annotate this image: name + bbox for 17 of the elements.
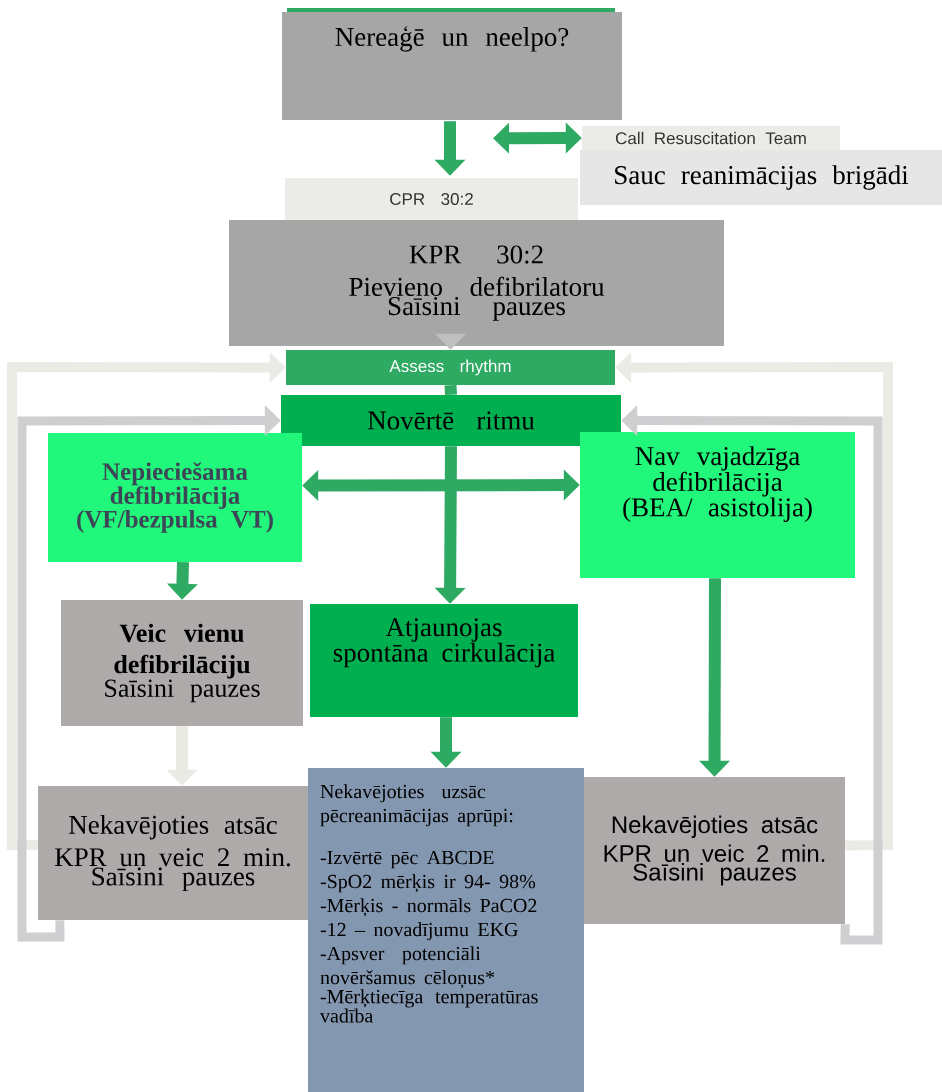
process-box: Atjaunojas spontāna cirkulācija bbox=[310, 604, 578, 717]
action-box: Veic vienu defibrilāciju Saīsini pauzes bbox=[61, 600, 303, 726]
label-box: Assess rhythm bbox=[286, 350, 615, 385]
decision-box: Nepieciešama defibrilācija (VF/bezpulsa VT) bbox=[48, 433, 302, 562]
node-label: CPR 30:2 bbox=[390, 192, 473, 206]
label-box: CPR 30:2 bbox=[285, 178, 578, 220]
label-box: Call Resuscitation Team bbox=[582, 126, 840, 150]
action-box: Nekavējoties atsāc KPR un veic 2 min. Saīsini pauzes bbox=[584, 777, 845, 924]
action-box: Nekavējoties atsāc KPR un veic 2 min. Saīsini pauzes bbox=[38, 786, 308, 920]
node-label: Sauc reanimācijas brigādi bbox=[615, 165, 909, 190]
decision-box: Nav vajadzīga defibrilācija (BEA/ asistolija) bbox=[580, 432, 855, 578]
node-label: Call Resuscitation Team bbox=[615, 131, 806, 145]
care-list-box: Nekavējoties uzsāc pēcreanimācijas aprūpi: -Izvērtē pēc ABCDE -SpO2 mērķis ir 94- 98% -Mērķis - normāls PaCO2 -12 – novadījumu EKG -Apsver potenciāli novēršamus cēloņus* -Mērķtiecīga temperatūras vadība bbox=[308, 768, 584, 1092]
action-box: Sauc reanimācijas brigādi bbox=[580, 150, 942, 205]
action-box: KPR 30:2 Pievieno defibrilatoru Saīsini pauzes bbox=[229, 220, 724, 346]
question-box: Nereaģē un neelpo? bbox=[282, 12, 622, 120]
process-box: Novērtē ritmu bbox=[281, 395, 621, 446]
